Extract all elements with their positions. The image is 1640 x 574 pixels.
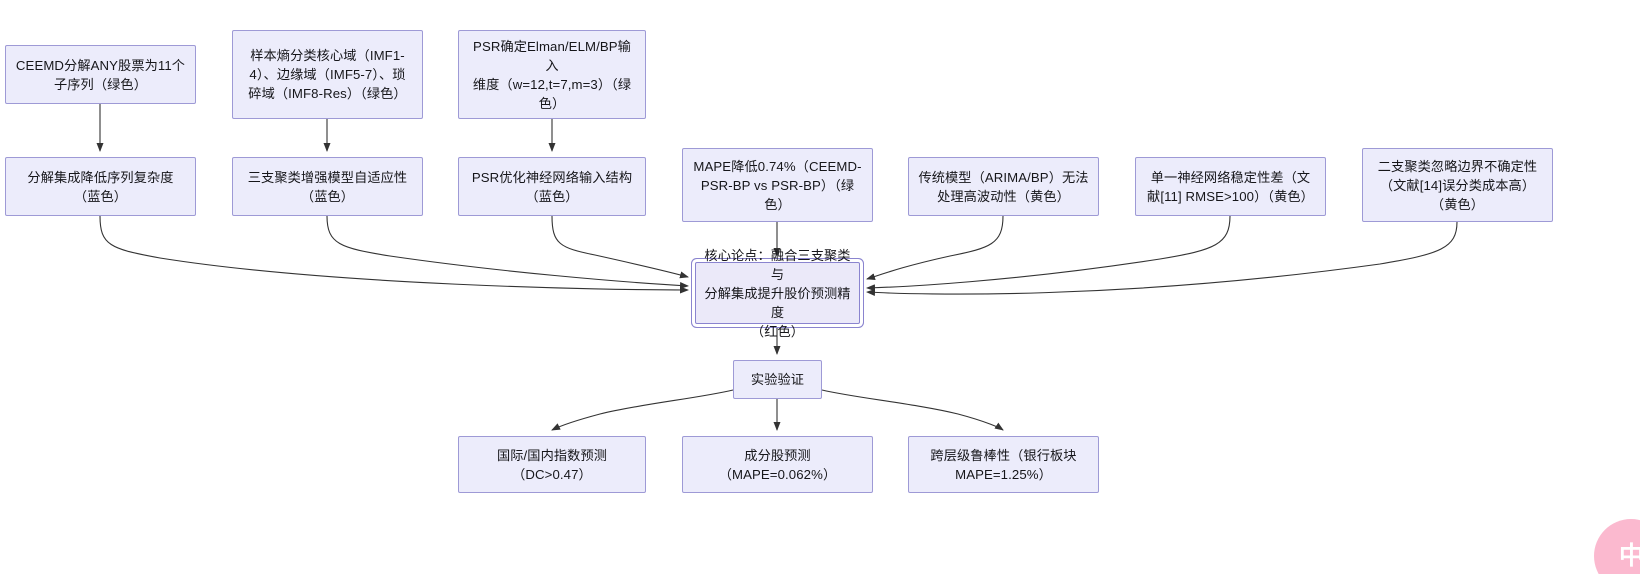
node-n13[interactable]: 成分股预测 （MAPE=0.062%） <box>682 436 873 493</box>
node-label: 分解集成降低序列复杂度 （蓝色） <box>27 169 174 204</box>
edge-n5-to-core <box>326 215 689 290</box>
node-label: 成分股预测 （MAPE=0.062%） <box>718 447 837 482</box>
node-n12[interactable]: 国际/国内指数预测 （DC>0.47） <box>458 436 646 493</box>
edge-n6-to-core <box>551 215 689 279</box>
node-n1[interactable]: CEEMD分解ANY股票为11个 子序列（绿色） <box>5 45 196 104</box>
node-label: 二支聚类忽略边界不确定性 （文献[14]误分类成本高） （黄色） <box>1377 158 1538 212</box>
node-n3[interactable]: PSR确定Elman/ELM/BP输入 维度（w=12,t=7,m=3）（绿 色… <box>458 30 646 119</box>
edge-n10-to-core <box>866 221 1458 296</box>
node-n6[interactable]: PSR优化神经网络输入结构 （蓝色） <box>458 157 646 216</box>
edge-n11-to-n14 <box>821 389 1004 431</box>
edge-n9-to-core <box>866 215 1231 292</box>
edge-n4-to-core <box>99 215 689 294</box>
node-core[interactable]: 核心论点：融合三支聚类与 分解集成提升股价预测精度 （红色） <box>695 248 860 339</box>
node-label: 三支聚类增强模型自适应性 （蓝色） <box>247 169 408 204</box>
node-label: CEEMD分解ANY股票为11个 子序列（绿色） <box>15 57 186 92</box>
node-n9[interactable]: 单一神经网络稳定性差（文 献[11] RMSE>100）（黄色） <box>1135 157 1326 216</box>
watermark-text: 中 <box>1618 541 1640 570</box>
node-n7[interactable]: MAPE降低0.74%（CEEMD- PSR-BP vs PSR-BP）（绿 色… <box>682 148 873 222</box>
node-label: 单一神经网络稳定性差（文 献[11] RMSE>100）（黄色） <box>1147 169 1314 204</box>
node-n14[interactable]: 跨层级鲁棒性（银行板块 MAPE=1.25%） <box>908 436 1099 493</box>
node-label: 跨层级鲁棒性（银行板块 MAPE=1.25%） <box>930 447 1077 482</box>
node-label: 核心论点：融合三支聚类与 分解集成提升股价预测精度 （红色） <box>704 247 851 339</box>
node-label: PSR确定Elman/ELM/BP输入 维度（w=12,t=7,m=3）（绿 色… <box>472 38 632 111</box>
node-label: PSR优化神经网络输入结构 （蓝色） <box>471 169 633 204</box>
watermark-badge: 中 <box>1594 519 1640 574</box>
node-label: 传统模型（ARIMA/BP）无法 处理高波动性（黄色） <box>918 169 1089 204</box>
node-label: 样本熵分类核心域（IMF1- 4）、边缘域（IMF5-7）、琐 碎域（IMF8-… <box>248 48 407 101</box>
node-label: 国际/国内指数预测 （DC>0.47） <box>496 447 608 482</box>
node-n2[interactable]: 样本熵分类核心域（IMF1- 4）、边缘域（IMF5-7）、琐 碎域（IMF8-… <box>232 30 423 119</box>
node-label: MAPE降低0.74%（CEEMD- PSR-BP vs PSR-BP）（绿 色… <box>693 158 862 212</box>
node-label: 实验验证 <box>750 372 805 387</box>
edge-n11-to-n12 <box>551 389 734 431</box>
node-n11[interactable]: 实验验证 <box>733 360 822 399</box>
node-n4[interactable]: 分解集成降低序列复杂度 （蓝色） <box>5 157 196 216</box>
node-n10[interactable]: 二支聚类忽略边界不确定性 （文献[14]误分类成本高） （黄色） <box>1362 148 1553 222</box>
node-n8[interactable]: 传统模型（ARIMA/BP）无法 处理高波动性（黄色） <box>908 157 1099 216</box>
node-n5[interactable]: 三支聚类增强模型自适应性 （蓝色） <box>232 157 423 216</box>
edge-n8-to-core <box>866 215 1004 280</box>
